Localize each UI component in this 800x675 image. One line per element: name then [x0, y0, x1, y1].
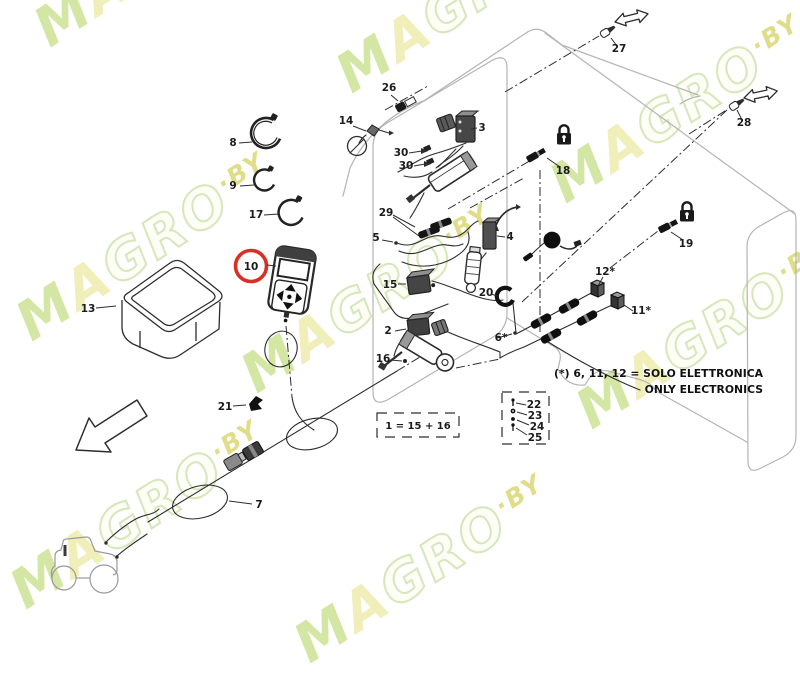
part-label-10: 10: [244, 261, 259, 273]
legend-formula-box: 1 = 15 + 16: [376, 412, 460, 438]
part-label-30a: 30: [394, 147, 409, 159]
linear-actuator-upper: [405, 150, 478, 204]
machine-outline: [342, 28, 797, 471]
part-label-30b: 30: [399, 160, 414, 172]
connector-26: [395, 95, 417, 112]
plug-stub-18: [525, 146, 547, 164]
part-label-9: 9: [229, 180, 236, 192]
relay-box-3: [436, 110, 480, 143]
sensor-disc: [523, 230, 582, 262]
note-line-2: ONLY ELECTRONICS: [645, 383, 763, 396]
washer-24: [511, 417, 515, 421]
part-label-14: 14: [339, 115, 354, 127]
screw-25: [511, 423, 515, 431]
inline-connector: [223, 451, 247, 471]
part-label-25: 25: [528, 432, 543, 444]
legend-formula-text: 1 = 15 + 16: [385, 421, 451, 432]
linear-actuator-lower: [377, 329, 455, 372]
double-arrow-icon-28: [741, 83, 780, 106]
plug-stub-19: [657, 218, 679, 234]
part-label-8: 8: [229, 137, 236, 149]
part-label-26: 26: [382, 82, 397, 94]
part-label-28: 28: [737, 117, 752, 129]
handheld-controller-10: [267, 245, 317, 323]
part-label-24: 24: [530, 421, 545, 433]
part-label-6: 6*: [495, 332, 508, 344]
cable-point-5: [394, 241, 398, 245]
clip-part-17: [277, 195, 304, 227]
connector-28: [727, 96, 747, 112]
part-number-labels: 8 9 17 13 10 21 7 14 26 30 30 3 29 5 4 2…: [81, 43, 752, 511]
leader-lines: [95, 37, 743, 505]
part-label-27: 27: [612, 43, 627, 55]
bracket-part-14: [346, 124, 394, 157]
control-unit-2: [405, 311, 449, 337]
connector-cube-11: [610, 291, 625, 310]
clip-part-9: [252, 165, 276, 192]
part-label-5: 5: [372, 232, 379, 244]
cable-coil-7: [172, 484, 228, 520]
part-label-3: 3: [478, 122, 485, 134]
clip-part-8: [249, 113, 282, 150]
part-label-21: 21: [218, 401, 233, 413]
small-parts-box: [501, 391, 550, 445]
electronics-note: (*) 6, 11, 12 = SOLO ELETTRONICA ONLY EL…: [554, 367, 764, 396]
connector-cube-12: [590, 279, 605, 298]
part-label-2: 2: [384, 325, 391, 337]
part-label-15: 15: [383, 279, 398, 291]
routing-lines: [285, 35, 729, 398]
part-label-16: 16: [376, 353, 391, 365]
part-label-29: 29: [379, 207, 394, 219]
part-label-12: 12*: [595, 266, 616, 278]
junction-6: [513, 331, 517, 335]
storage-case-13: [121, 259, 223, 359]
part-label-11: 11*: [631, 305, 652, 317]
tractor-outline: [50, 536, 119, 594]
inline-connector: [242, 441, 264, 461]
part-label-18: 18: [556, 165, 571, 177]
harness-plugs: [529, 279, 625, 345]
nut-23: [510, 408, 516, 414]
part-label-19: 19: [679, 238, 694, 250]
part-label-17: 17: [249, 209, 264, 221]
part-label-20: 20: [479, 287, 494, 299]
control-box-4: [464, 204, 521, 294]
part-label-23: 23: [528, 410, 543, 422]
padlock-icon-19: [678, 201, 696, 223]
part-label-4: 4: [506, 231, 513, 243]
highlight-circle-10: [233, 248, 269, 284]
cable-loop: [285, 417, 339, 451]
part-label-13: 13: [81, 303, 96, 315]
connector-27: [598, 23, 618, 39]
part-label-22: 22: [527, 399, 542, 411]
connectors-29: [418, 217, 452, 239]
note-line-1: (*) 6, 11, 12 = SOLO ELETTRONICA: [554, 367, 764, 380]
part-label-7: 7: [255, 499, 262, 511]
screw-22: [511, 398, 515, 406]
clip-21: [249, 396, 263, 411]
junction-box-15: [405, 268, 436, 295]
screw-16: [403, 359, 407, 363]
cable-loop: [264, 330, 298, 368]
big-left-arrow-icon: [75, 399, 148, 453]
filter-cartridge: [464, 245, 482, 294]
main-cable: [104, 330, 398, 559]
retaining-ring-20: [494, 285, 515, 307]
exploded-parts-diagram: 1 = 15 + 16: [50, 6, 797, 594]
double-arrow-icon-27: [612, 6, 651, 29]
padlock-icon-18: [555, 124, 573, 146]
